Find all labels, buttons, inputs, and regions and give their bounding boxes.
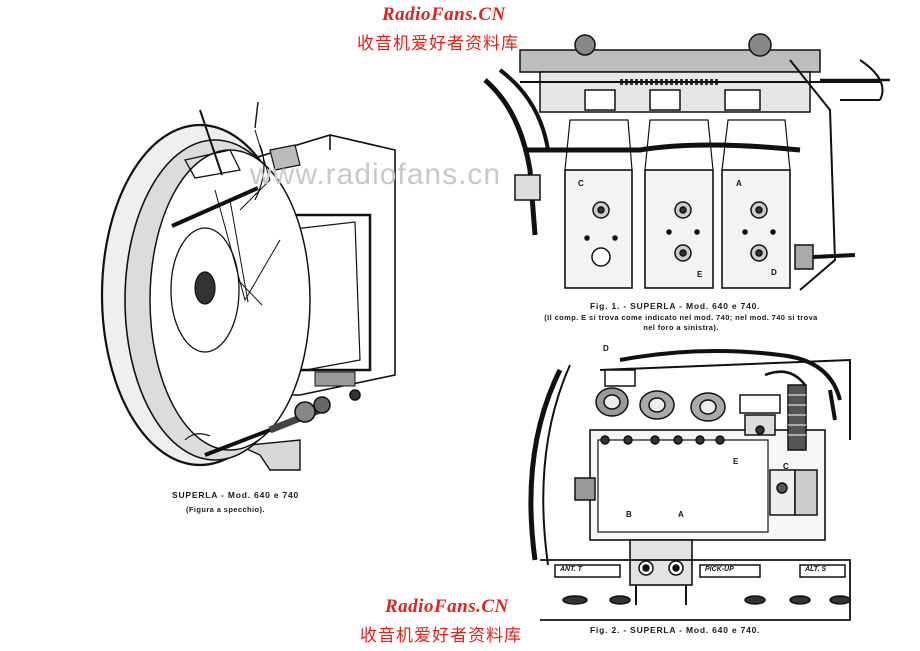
fig2-panel-pickup: PICK-UP (705, 566, 734, 573)
fig1-note-line2: nel foro a sinistra). (643, 323, 719, 332)
fig1-label-e: E (697, 270, 703, 279)
fig2-panel-alt: ALT. S (805, 566, 827, 573)
brand-subtitle-top: 收音机爱好者资料库 (357, 34, 519, 54)
fig1-label-d: D (771, 268, 777, 277)
left-dial-drawing (100, 101, 396, 471)
brand-subtitle-bottom: 收音机爱好者资料库 (360, 626, 522, 646)
left-figure-subcaption: (Figura a specchio). (186, 505, 265, 514)
center-watermark: www.radiofans.cn (250, 158, 502, 191)
brand-logo-top: RadioFans.CN (382, 4, 506, 25)
fig1-note-line1: (Il comp. E si trova come indicato nel m… (544, 313, 818, 322)
fig1-drawing (483, 33, 890, 291)
fig2-label-c: C (783, 462, 789, 471)
fig2-caption: Fig. 2. - SUPERLA - Mod. 640 e 740. (590, 625, 761, 635)
fig2-label-b: B (626, 510, 632, 519)
fig2-label-d: D (603, 344, 609, 353)
fig1-label-a: A (736, 179, 742, 188)
brand-logo-bottom: RadioFans.CN (385, 596, 509, 617)
fig1-caption: Fig. 1. - SUPERLA - Mod. 640 e 740. (590, 301, 761, 311)
fig1-label-c: C (578, 179, 584, 188)
fig2-label-a: A (678, 510, 684, 519)
left-figure-caption: SUPERLA - Mod. 640 e 740 (172, 490, 300, 500)
fig2-drawing (528, 349, 851, 621)
fig2-panel-ant: ANT. T (560, 566, 583, 573)
fig2-label-e: E (733, 457, 739, 466)
